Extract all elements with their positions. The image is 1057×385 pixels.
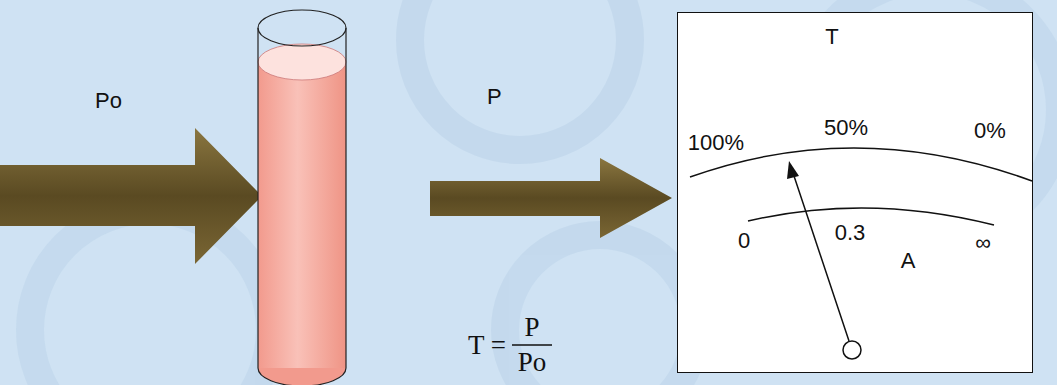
scale-value: 0	[738, 230, 750, 252]
beam-label: P	[487, 86, 502, 108]
needle-pivot	[843, 341, 861, 359]
incident-beam-arrow	[0, 128, 262, 264]
absorbance-scale	[748, 208, 994, 225]
dial-drawing	[678, 13, 1034, 374]
formula-denominator: Po	[518, 349, 547, 376]
scale-value: 100%	[688, 132, 744, 154]
transmitted-beam-arrow	[430, 158, 672, 238]
formula-numerator: P	[524, 314, 539, 341]
scale-value: 0.3	[835, 222, 866, 244]
fraction-bar	[512, 344, 552, 346]
needle	[793, 173, 849, 341]
scale-value: 0%	[974, 120, 1006, 142]
scale-value: ∞	[975, 232, 991, 254]
meter-dial: T 100% 50% 0% 0 0.3A ∞	[677, 12, 1033, 373]
cuvette	[258, 10, 346, 385]
needle-head	[787, 161, 799, 179]
scale-title: A	[901, 250, 916, 272]
beam-label: Po	[95, 90, 122, 112]
formula-text: T =	[468, 332, 506, 359]
scale-value: 50%	[824, 117, 868, 139]
scale-title: T	[825, 26, 838, 48]
